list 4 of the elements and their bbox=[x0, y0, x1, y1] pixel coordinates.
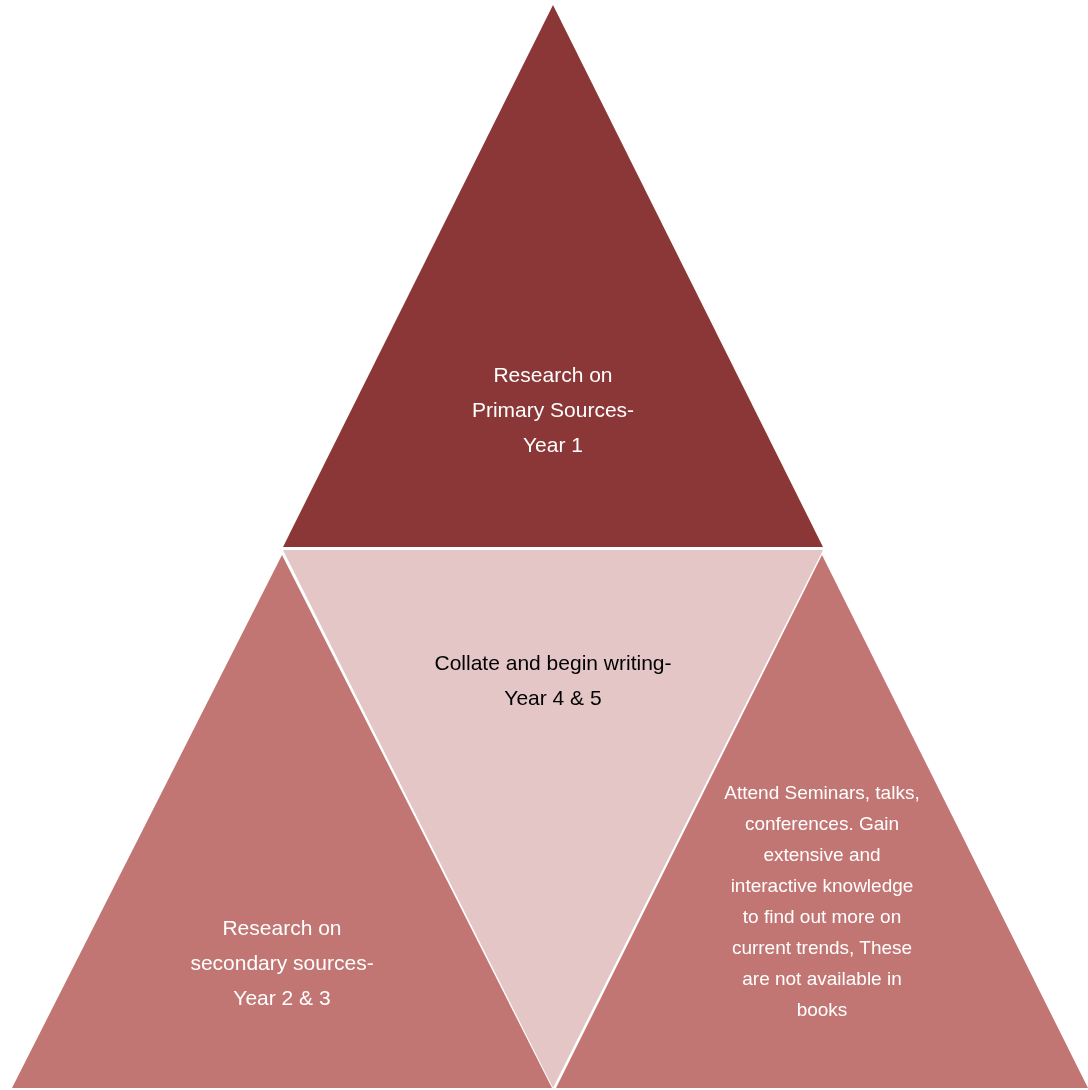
triangle-label: Research on Primary Sources- Year 1 bbox=[470, 362, 636, 458]
triangle-label: Attend Seminars, talks, conferences. Gain extensive and interactive knowledge to find out more on current trends, These are not available in books bbox=[723, 781, 921, 1022]
triangle-label: Collate and begin writing- Year 4 & 5 bbox=[433, 650, 673, 711]
triangle-label: Research on secondary sources- Year 2 & 3 bbox=[189, 915, 375, 1011]
